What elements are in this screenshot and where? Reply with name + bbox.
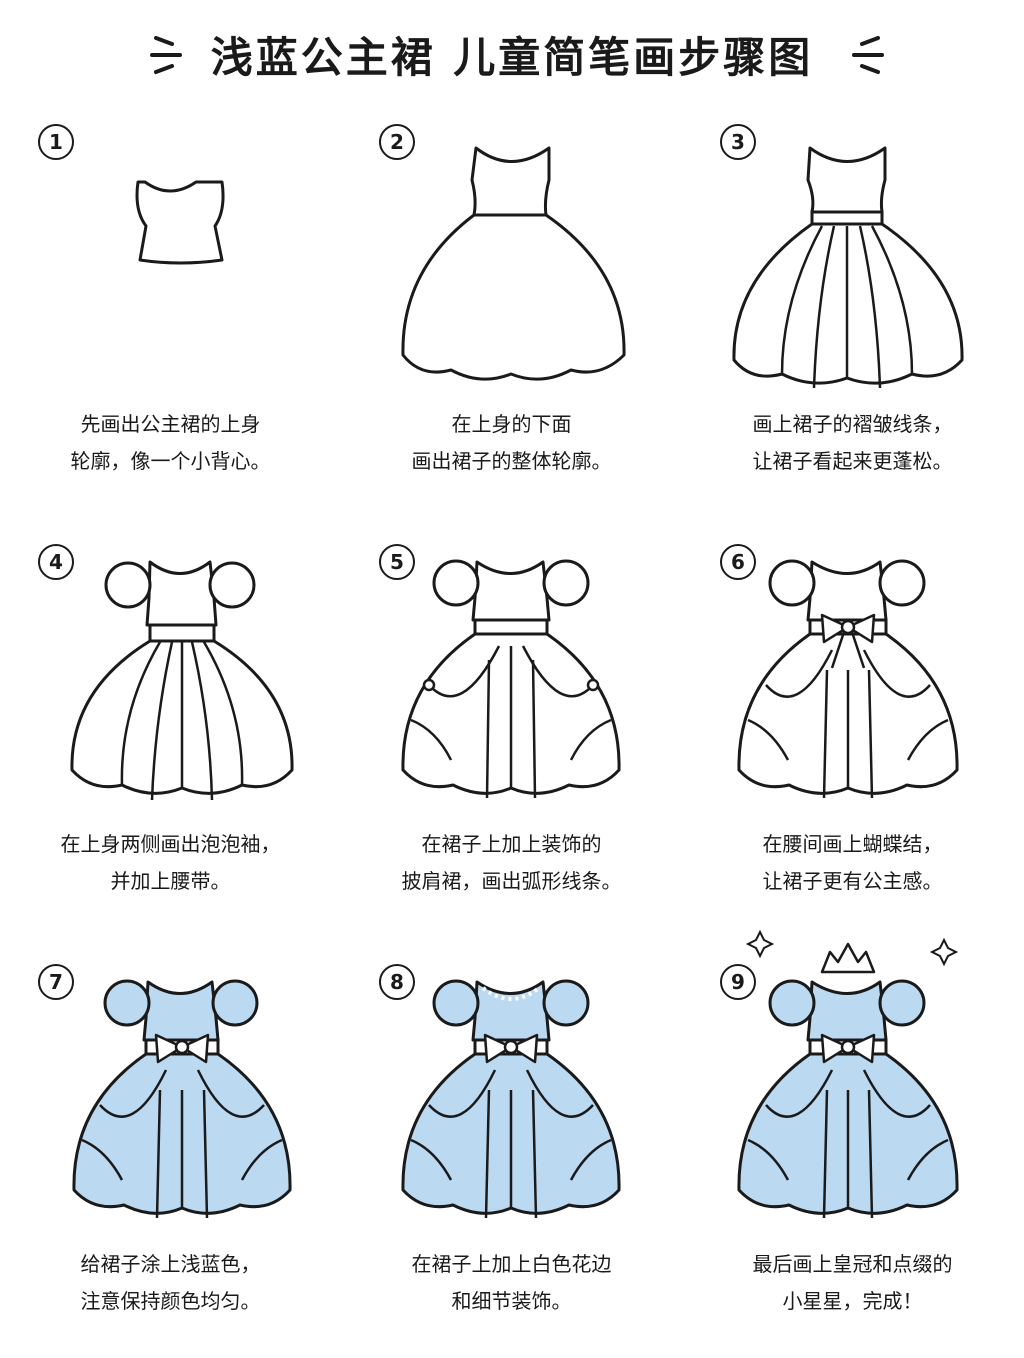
dress-step-3 bbox=[732, 146, 964, 389]
step-caption-line: 注意保持颜色均匀。 bbox=[80, 1289, 261, 1313]
step-number: 1 bbox=[38, 124, 74, 160]
lace-collar bbox=[481, 986, 541, 1001]
sparkle-star-icon bbox=[745, 929, 775, 959]
step-caption-line: 画上裙子的褶皱线条， bbox=[752, 412, 953, 436]
step-panel-4: 4 在上身两侧画出泡泡袖， 并加上腰带。 bbox=[0, 420, 341, 893]
step-caption-line: 在腰间画上蝴蝶结， bbox=[762, 832, 943, 856]
left-puff-sleeve bbox=[104, 561, 152, 609]
step-caption-line: 在裙子上加上装饰的 bbox=[421, 832, 602, 856]
left-sparkle-icon bbox=[150, 36, 182, 74]
step-panel-9: 9 最后画上皇冠和点缀的 小星星，完成！ bbox=[682, 840, 1023, 1313]
step-caption-line: 最后画上皇冠和点缀的 bbox=[752, 1252, 953, 1276]
step-caption-line: 披肩裙，画出弧形线条。 bbox=[401, 869, 622, 893]
right-puff-sleeve bbox=[208, 561, 256, 609]
step-number: 8 bbox=[379, 964, 415, 1000]
dress-step-1 bbox=[135, 180, 225, 265]
dress-step-8 bbox=[401, 979, 621, 1219]
step-number: 6 bbox=[720, 544, 756, 580]
step-panel-3: 3 画上裙子的褶皱线条， 让裙子看起来更蓬松。 bbox=[682, 0, 1023, 473]
step-caption-line: 让裙子更有公主感。 bbox=[762, 869, 943, 893]
right-sparkle-icon bbox=[852, 36, 884, 74]
step-number: 7 bbox=[38, 964, 74, 1000]
step-caption-line: 轮廓，像一个小背心。 bbox=[70, 449, 271, 473]
dress-step-9 bbox=[737, 929, 959, 1219]
step-caption-line: 和细节装饰。 bbox=[451, 1289, 572, 1313]
step-caption-line: 给裙子涂上浅蓝色， bbox=[80, 1252, 261, 1276]
step-panel-1: 1 先画出公主裙的上身 轮廓，像一个小背心。 bbox=[0, 0, 341, 473]
step-panel-7: 7 给裙子涂上浅蓝色， 注意保持颜色均匀。 bbox=[0, 840, 341, 1313]
step-caption-line: 小星星，完成！ bbox=[782, 1289, 923, 1313]
drape-lines bbox=[428, 645, 594, 698]
step-panel-8: 8 在裙子上加上白色花边 和细节装饰。 bbox=[341, 840, 682, 1313]
step-panel-2: 2 在上身的下面 画出裙子的整体轮廓。 bbox=[341, 0, 682, 473]
step-caption-line: 在上身两侧画出泡泡袖， bbox=[60, 832, 281, 856]
step-caption-line: 并加上腰带。 bbox=[110, 869, 231, 893]
step-number: 4 bbox=[38, 544, 74, 580]
sparkle-star-icon bbox=[929, 937, 959, 967]
step-number: 9 bbox=[720, 964, 756, 1000]
bow-icon bbox=[820, 613, 876, 644]
step-panel-6: 6 在腰间画上蝴蝶结， 让裙子更有公主感。 bbox=[682, 420, 1023, 893]
step-number: 3 bbox=[720, 124, 756, 160]
dress-step-4 bbox=[70, 560, 294, 801]
step-panel-5: 5 在裙子上加上装饰的 披肩裙，画出弧形线条。 bbox=[341, 420, 682, 893]
dress-step-5 bbox=[401, 559, 621, 799]
dress-step-7 bbox=[72, 979, 292, 1219]
step-caption-line: 让裙子看起来更蓬松。 bbox=[752, 449, 953, 473]
dress-step-6 bbox=[737, 559, 959, 799]
step-caption-line: 在上身的下面 bbox=[451, 412, 572, 436]
step-number: 2 bbox=[379, 124, 415, 160]
page-title: 浅蓝公主裙 儿童简笔画步骤图 bbox=[210, 33, 814, 82]
step-number: 5 bbox=[379, 544, 415, 580]
crown-icon bbox=[820, 942, 876, 974]
step-caption-line: 在裙子上加上白色花边 bbox=[411, 1252, 612, 1276]
step-caption-line: 画出裙子的整体轮廓。 bbox=[411, 449, 612, 473]
dress-step-2 bbox=[401, 146, 626, 381]
step-caption-line: 先画出公主裙的上身 bbox=[80, 412, 261, 436]
